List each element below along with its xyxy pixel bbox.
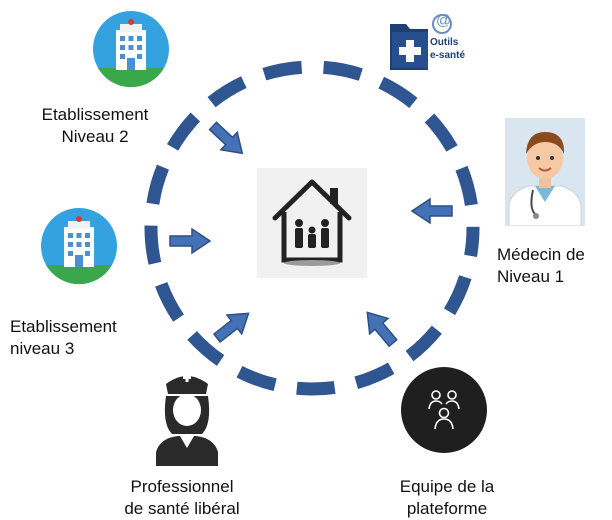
hospital-left	[40, 207, 118, 285]
doctor	[505, 118, 585, 226]
hospital-icon	[93, 11, 169, 88]
nurse-icon	[156, 373, 218, 466]
doctor-icon	[508, 132, 582, 226]
family-house-icon	[272, 179, 352, 266]
team-icon	[401, 367, 487, 453]
arrow-from-etab2	[204, 116, 252, 163]
arrow-from-etab3	[169, 228, 211, 254]
arrow-from-medecin	[411, 198, 453, 224]
outils-at-symbol: @	[436, 12, 452, 29]
hospital-icon	[41, 208, 117, 285]
team	[401, 367, 487, 453]
outils-label-1: Outils	[430, 37, 459, 48]
label-equipe: Equipe de la plateforme	[399, 477, 495, 518]
label-etab2: Etablissement Niveau 2	[41, 105, 149, 146]
arrow-from-professionnel	[208, 303, 257, 349]
hospital-top	[92, 10, 170, 88]
arrow-from-equipe	[357, 303, 403, 352]
outils-label-2: e-santé	[430, 50, 466, 61]
outils-esante: @ Outils e-santé	[380, 10, 472, 72]
label-etab3: Etablissement niveau 3	[10, 317, 117, 358]
medical-folder-icon	[390, 14, 452, 70]
label-professionnel: Professionnel de santé libéral	[124, 477, 240, 518]
nurse	[152, 366, 222, 466]
home-tile	[257, 168, 367, 278]
label-medecin: Médecin de Niveau 1	[497, 245, 585, 286]
